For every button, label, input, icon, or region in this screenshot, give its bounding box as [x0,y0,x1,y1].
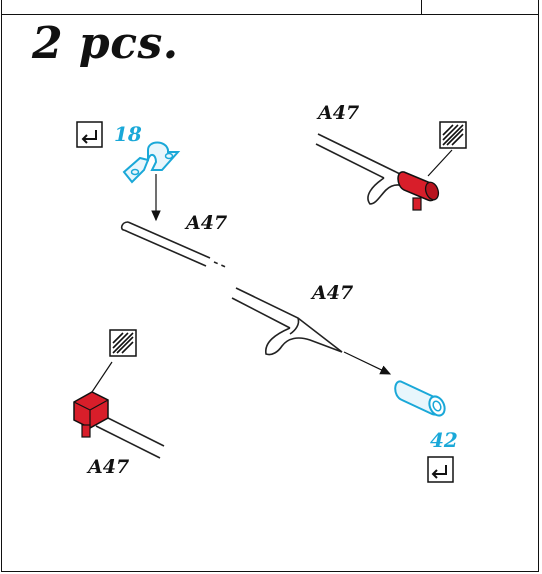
paint-symbol-icon [439,121,467,149]
part-number-42: 42 [430,428,458,452]
label-a47-mid: A47 [186,212,228,234]
bracket-part-icon [122,141,181,184]
detail-top-right [315,133,453,211]
detail-bottom-left [73,361,165,459]
attach-arrow-cap [343,351,392,375]
part-number-18: 18 [114,122,142,146]
quantity-label: 2 pcs. [32,18,179,69]
paint-symbol-icon-2 [109,329,137,357]
rod-upper-segment [120,221,229,269]
label-a47-center: A47 [312,282,354,304]
cap-part-icon [394,380,446,417]
cap-symbol-icon [427,456,454,483]
label-a47-bottom-left: A47 [88,456,130,478]
bracket-symbol-icon [76,121,103,148]
top-divider [1,14,539,15]
top-tick [421,0,422,14]
label-a47-top-right: A47 [318,102,360,124]
rod-lower-segment [231,287,343,356]
